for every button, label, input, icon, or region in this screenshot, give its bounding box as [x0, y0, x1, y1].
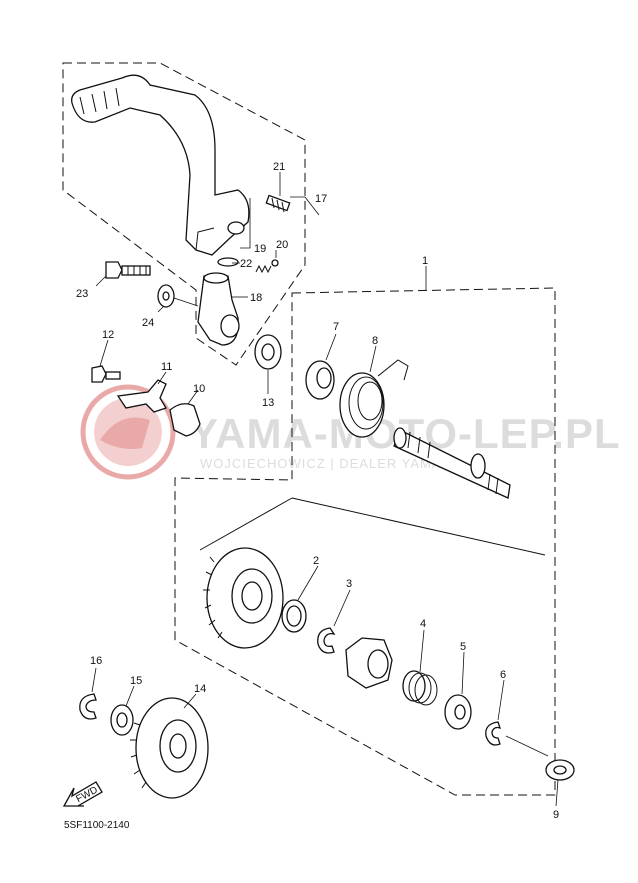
callout-19: 19	[254, 243, 266, 255]
callout-13: 13	[262, 397, 274, 409]
callout-8: 8	[372, 335, 378, 347]
callout-12: 12	[102, 329, 114, 341]
part-15-washer	[110, 704, 134, 736]
part-14-idler-gear	[130, 697, 209, 799]
diagram-code: 5SF1100-2140	[64, 820, 130, 831]
callout-2: 2	[313, 555, 319, 567]
callout-3: 3	[346, 578, 352, 590]
callout-9: 9	[553, 809, 559, 821]
part-7-spring-guide	[305, 360, 335, 400]
part-6-circlip	[485, 721, 502, 746]
part-16-circlip	[79, 693, 97, 720]
part-11-plate	[116, 379, 167, 413]
part-13-oil-seal	[254, 334, 282, 370]
fwd-arrow-icon: FWD	[62, 781, 103, 807]
part-18-boss	[197, 272, 240, 346]
callout-18: 18	[250, 292, 262, 304]
part-21-bolt	[265, 194, 291, 213]
watermark-tagline: WOJCIECHOWICZ | DEALER YAMAHA	[200, 456, 462, 471]
part-9-washer	[545, 759, 575, 781]
kick-lever	[71, 74, 250, 256]
callout-17: 17	[315, 193, 327, 205]
callout-24: 24	[142, 317, 154, 329]
callout-5: 5	[460, 641, 466, 653]
kick-shaft	[393, 427, 511, 499]
callout-23: 23	[76, 288, 88, 300]
callout-1: 1	[422, 255, 428, 267]
callout-11: 11	[161, 361, 172, 373]
callout-4: 4	[420, 618, 426, 630]
callout-15: 15	[130, 675, 142, 687]
kick-gear	[199, 497, 546, 649]
callout-16: 16	[90, 655, 102, 667]
part-2-washer	[281, 599, 307, 633]
part-19-ball	[271, 259, 279, 267]
callout-21: 21	[273, 161, 285, 173]
callout-10: 10	[193, 383, 205, 395]
fwd-label: FWD	[74, 785, 99, 805]
callout-labels: 1 2 3 4 5 6 7 8 9 10 11 12 13 14 15 16 1…	[76, 161, 559, 821]
part-8-torsion-spring	[339, 359, 409, 438]
part-3-circlip	[317, 627, 336, 654]
callout-14: 14	[194, 683, 206, 695]
part-20-spring	[255, 264, 272, 274]
callout-6: 6	[500, 669, 506, 681]
leader-lines	[91, 172, 559, 807]
part-4-spring	[402, 670, 438, 706]
callout-22: 22	[240, 258, 252, 270]
part-22-ring	[217, 257, 239, 267]
kick-ratchet	[345, 637, 393, 689]
callout-20: 20	[276, 239, 288, 251]
part-23-bolt	[105, 261, 151, 279]
part-5-washer	[444, 694, 472, 730]
part-10-clip	[169, 403, 201, 437]
kick-shaft-group-outline	[174, 287, 556, 796]
part-24-washer	[157, 284, 199, 308]
part-12-bolt	[91, 365, 121, 383]
kick-lever-group-outline	[62, 62, 306, 366]
watermark-logo	[80, 384, 176, 480]
callout-7: 7	[333, 321, 339, 333]
